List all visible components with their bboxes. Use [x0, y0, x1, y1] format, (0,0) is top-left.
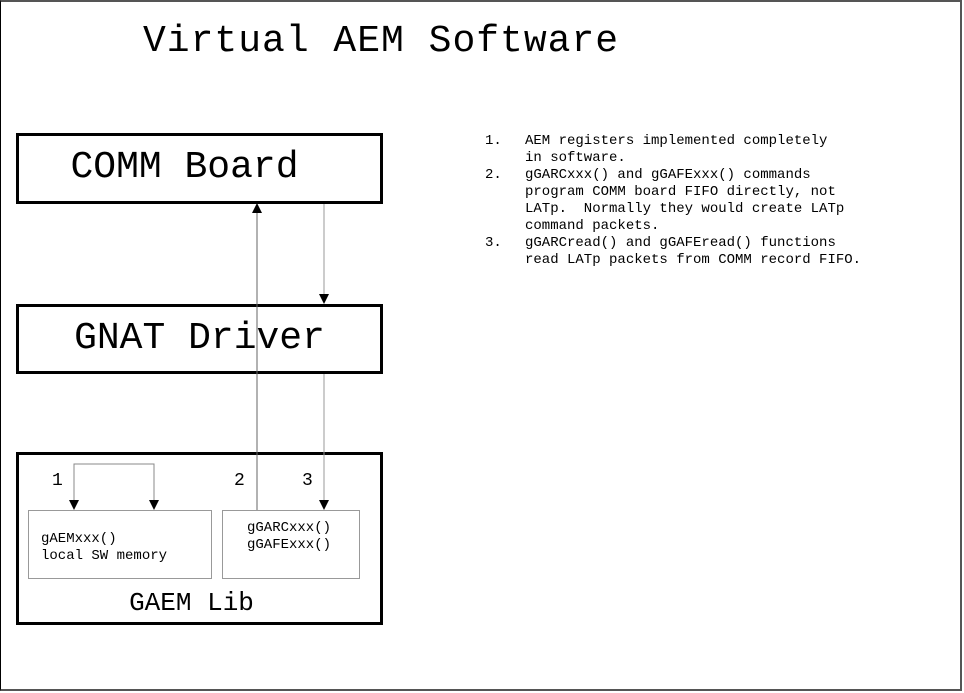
path-label-3: 3 — [302, 471, 313, 491]
note-item: 2. gGARCxxx() and gGAFExxx() commands pr… — [485, 167, 861, 235]
gaem-lib-label: GAEM Lib — [129, 588, 254, 618]
local-memory-box: gAEMxxx() local SW memory — [28, 510, 212, 579]
note-text: AEM registers implemented completely in … — [525, 133, 828, 166]
note-number: 2. — [485, 167, 502, 183]
commands-box: gGARCxxx() gGAFExxx() — [222, 510, 360, 579]
notes-list: 1. AEM registers implemented completely … — [485, 133, 861, 269]
comm-board-label: COMM Board — [70, 146, 299, 189]
gnat-driver-box: GNAT Driver — [16, 304, 383, 374]
note-text: gGARCread() and gGAFEread() functions re… — [525, 235, 862, 268]
note-number: 3. — [485, 235, 502, 251]
comm-board-box: COMM Board — [16, 133, 383, 204]
path-label-2: 2 — [234, 471, 245, 491]
note-number: 1. — [485, 133, 502, 149]
note-item: 1. AEM registers implemented completely … — [485, 133, 861, 167]
gnat-driver-label: GNAT Driver — [74, 317, 325, 360]
diagram-title: Virtual AEM Software — [143, 20, 620, 63]
path-label-1: 1 — [52, 471, 63, 491]
note-text: gGARCxxx() and gGAFExxx() commands progr… — [525, 167, 845, 234]
note-item: 3. gGARCread() and gGAFEread() functions… — [485, 235, 861, 269]
